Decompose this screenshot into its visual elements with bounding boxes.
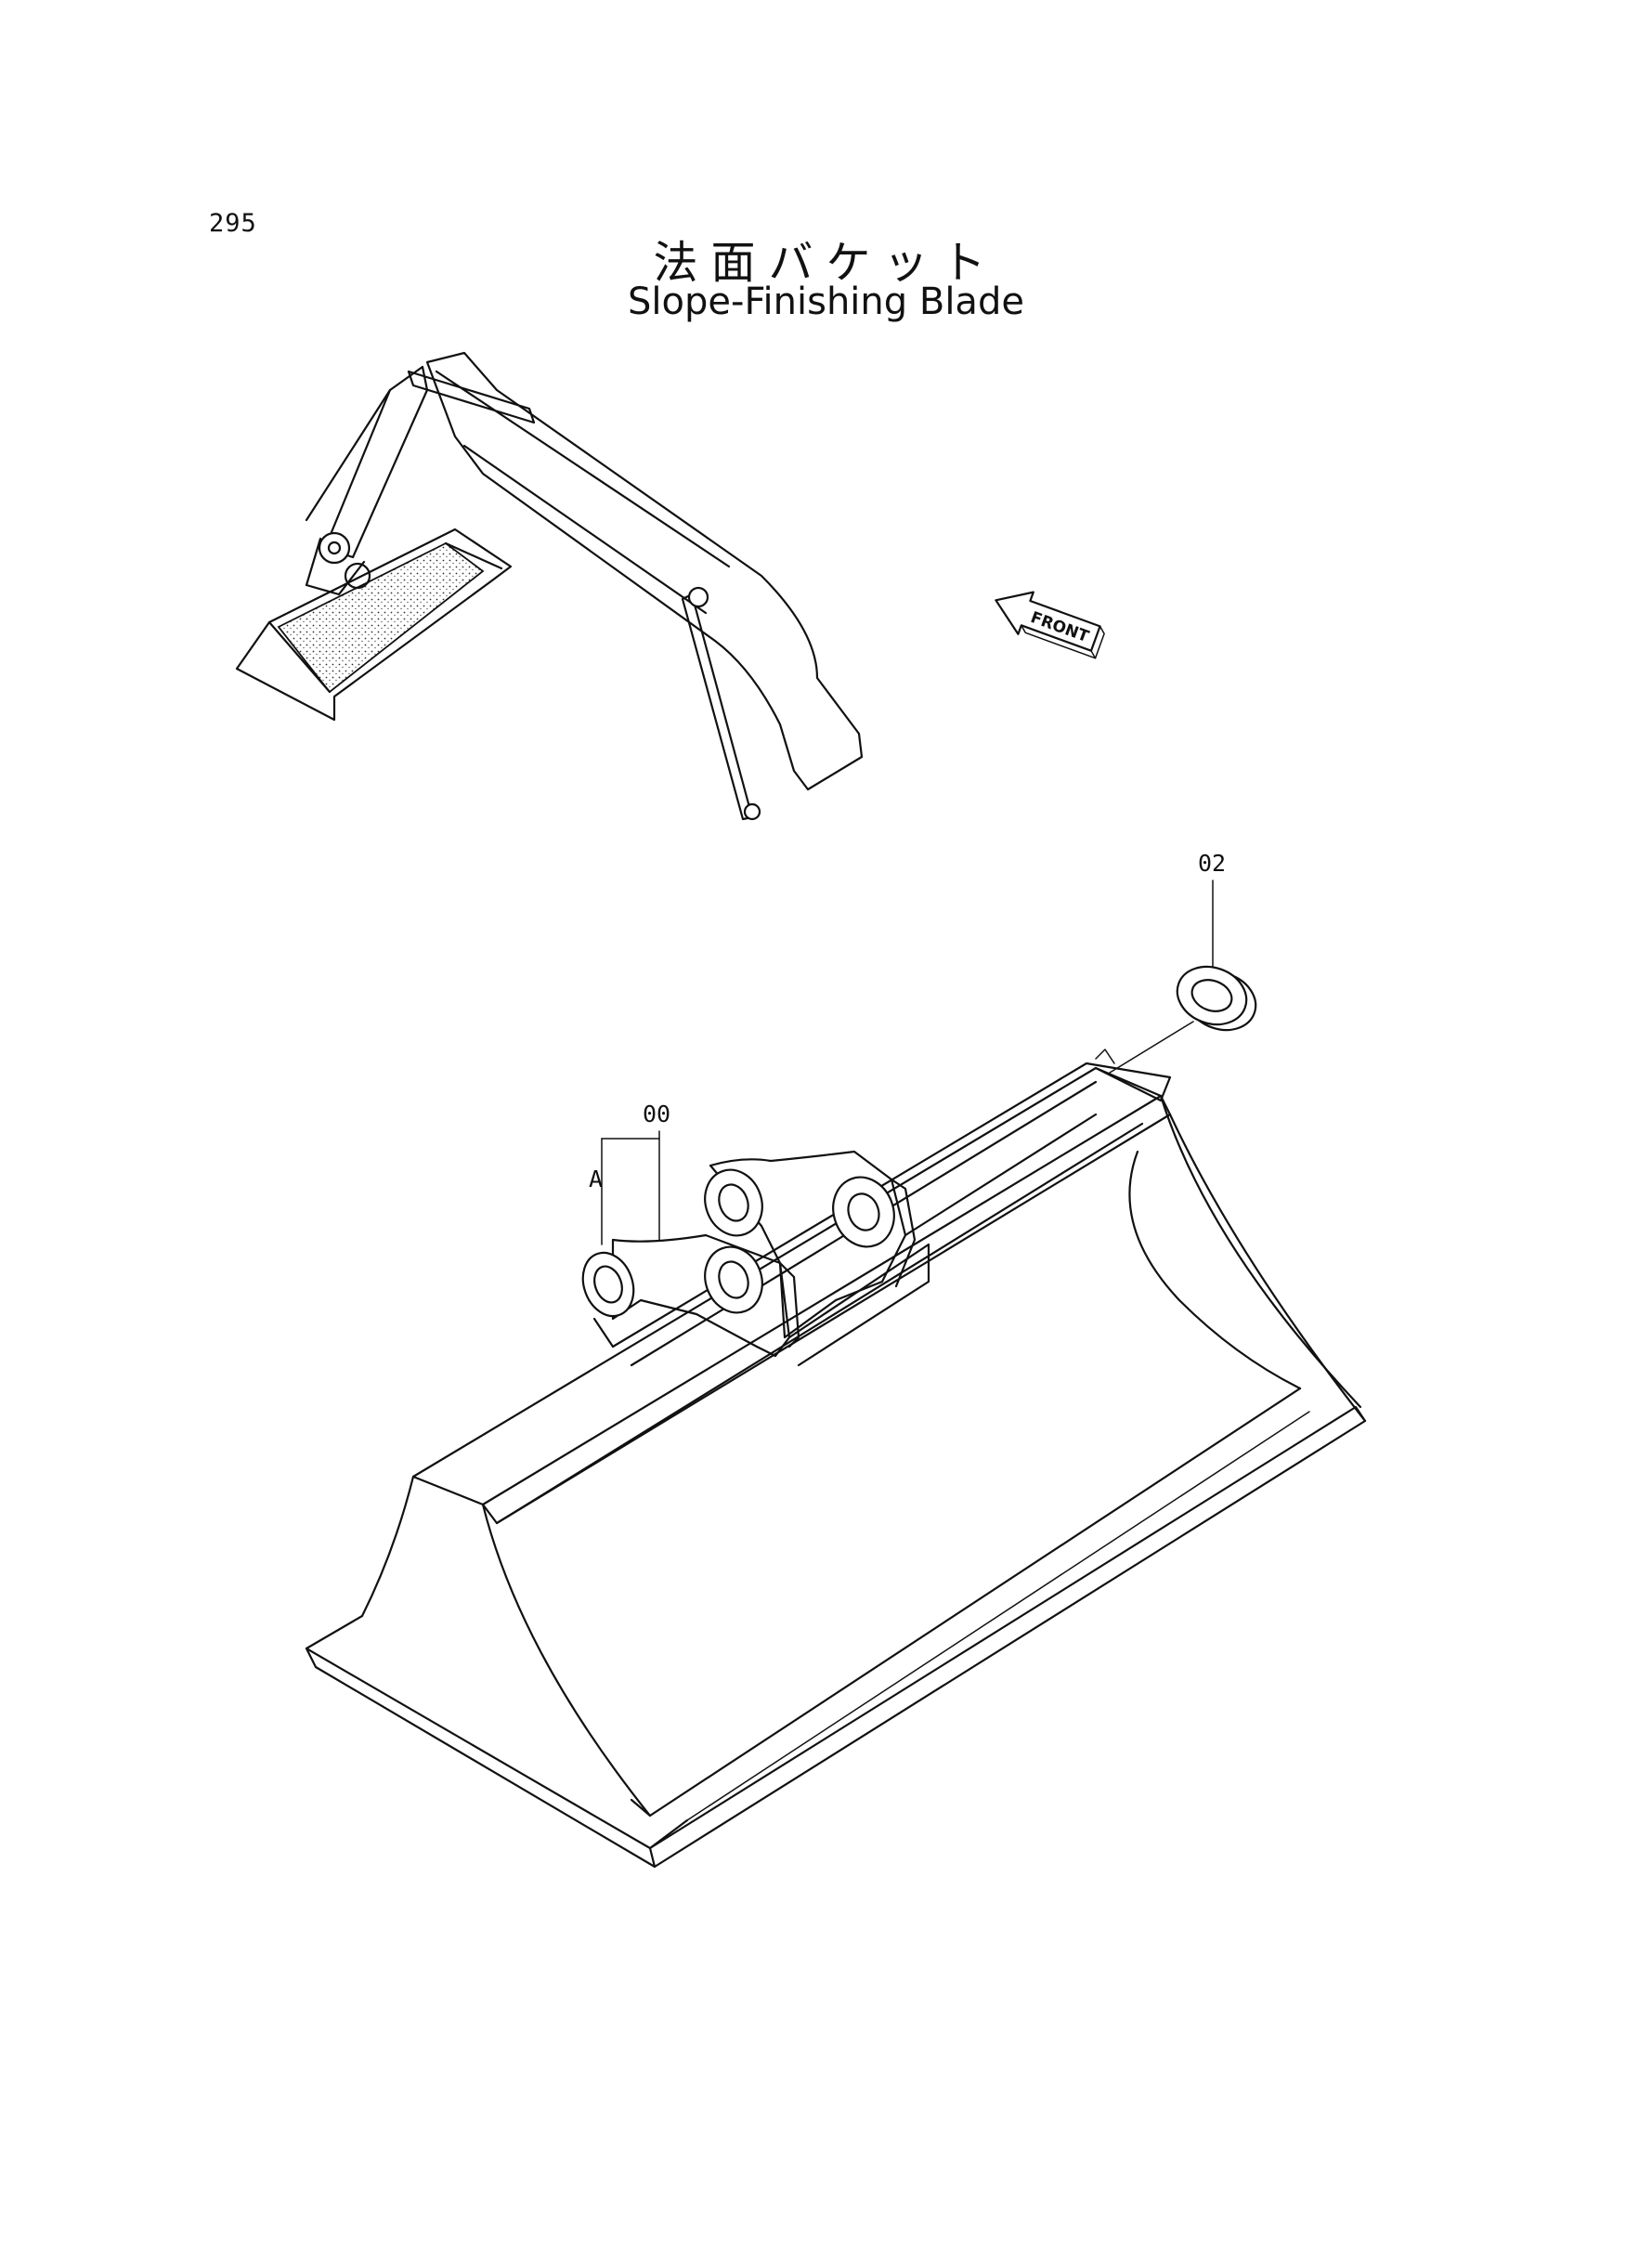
callout-A: A	[589, 1166, 603, 1192]
title-english: Slope-Finishing Blade	[628, 280, 1024, 323]
excavator-arm-overview	[235, 351, 864, 821]
seal-ring-part-02	[1109, 965, 1257, 1074]
callout-label-00: 00	[643, 1101, 670, 1127]
front-arrow: FRONT	[995, 591, 1105, 659]
callout-00: 00	[601, 1101, 670, 1245]
callout-label-02: 02	[1198, 850, 1226, 877]
callout-02: 02	[1198, 850, 1226, 967]
page-number: 295	[209, 209, 257, 238]
title-japanese: 法面バケット	[653, 237, 999, 289]
slope-finishing-bucket	[305, 1049, 1367, 1869]
callout-label-A: A	[589, 1166, 603, 1192]
